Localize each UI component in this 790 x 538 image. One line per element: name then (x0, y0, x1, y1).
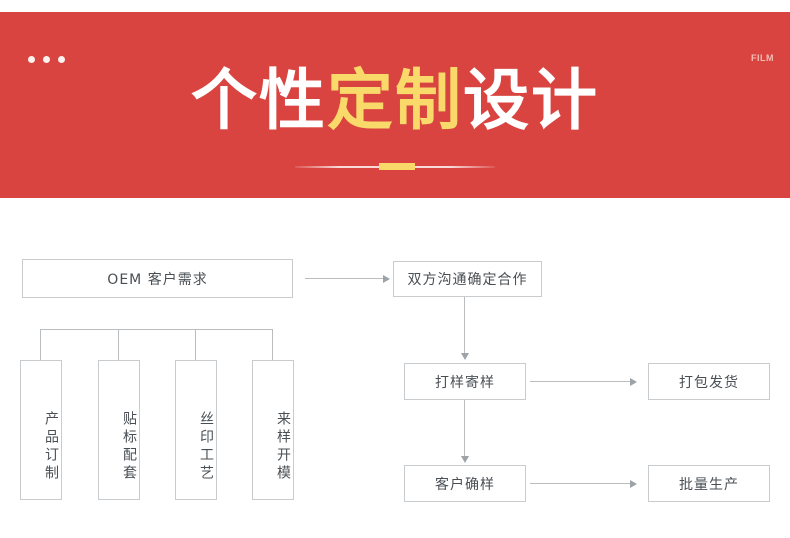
branch-bracket-bar (40, 329, 273, 330)
three-dots-icon (28, 56, 65, 63)
node-oem-requirement[interactable]: OEM 客户需求 (22, 259, 293, 298)
arrow-head-confirm-to-production (630, 479, 637, 488)
node-branch-mold-sample[interactable]: 来样开模 (252, 360, 294, 500)
arrow-head-cooperation-to-sample (460, 353, 469, 360)
title-segment-2: 设计 (463, 62, 599, 139)
page-title: 个性定制设计 (0, 62, 790, 140)
branch-drop-2 (118, 329, 119, 360)
node-mass-production[interactable]: 批量生产 (648, 465, 770, 502)
node-branch-silkscreen[interactable]: 丝印工艺 (175, 360, 217, 500)
node-packing-shipping[interactable]: 打包发货 (648, 363, 770, 400)
process-flowchart: OEM 客户需求 双方沟通确定合作 打样寄样 打包发货 客户确样 批量生产 (0, 198, 790, 538)
node-sample-making[interactable]: 打样寄样 (404, 363, 526, 400)
connector-oem-to-cooperation (305, 278, 383, 279)
node-branch-product-custom[interactable]: 产品订制 (20, 360, 62, 500)
arrow-head-oem-to-cooperation (383, 274, 390, 283)
corner-mark-label: FILM (751, 53, 774, 63)
divider-accent-nub (379, 163, 415, 170)
arrow-head-sample-to-shipping (630, 377, 637, 386)
connector-sample-to-confirm (464, 400, 465, 456)
node-mutual-cooperation[interactable]: 双方沟通确定合作 (393, 261, 542, 297)
header-banner: FILM 个性定制设计 (0, 12, 790, 198)
branch-drop-3 (195, 329, 196, 360)
title-segment-1: 个性 (191, 62, 327, 139)
node-branch-labeling[interactable]: 贴标配套 (98, 360, 140, 500)
dot-3 (58, 56, 65, 63)
node-customer-confirm[interactable]: 客户确样 (404, 465, 526, 502)
arrow-head-sample-to-confirm (460, 456, 469, 463)
branch-drop-1 (40, 329, 41, 360)
connector-sample-to-shipping (530, 381, 630, 382)
branch-drop-4 (272, 329, 273, 360)
dot-2 (43, 56, 50, 63)
title-divider (295, 163, 495, 170)
connector-cooperation-to-sample (464, 297, 465, 353)
connector-confirm-to-production (530, 483, 630, 484)
title-segment-highlight: 定制 (327, 62, 463, 139)
dot-1 (28, 56, 35, 63)
